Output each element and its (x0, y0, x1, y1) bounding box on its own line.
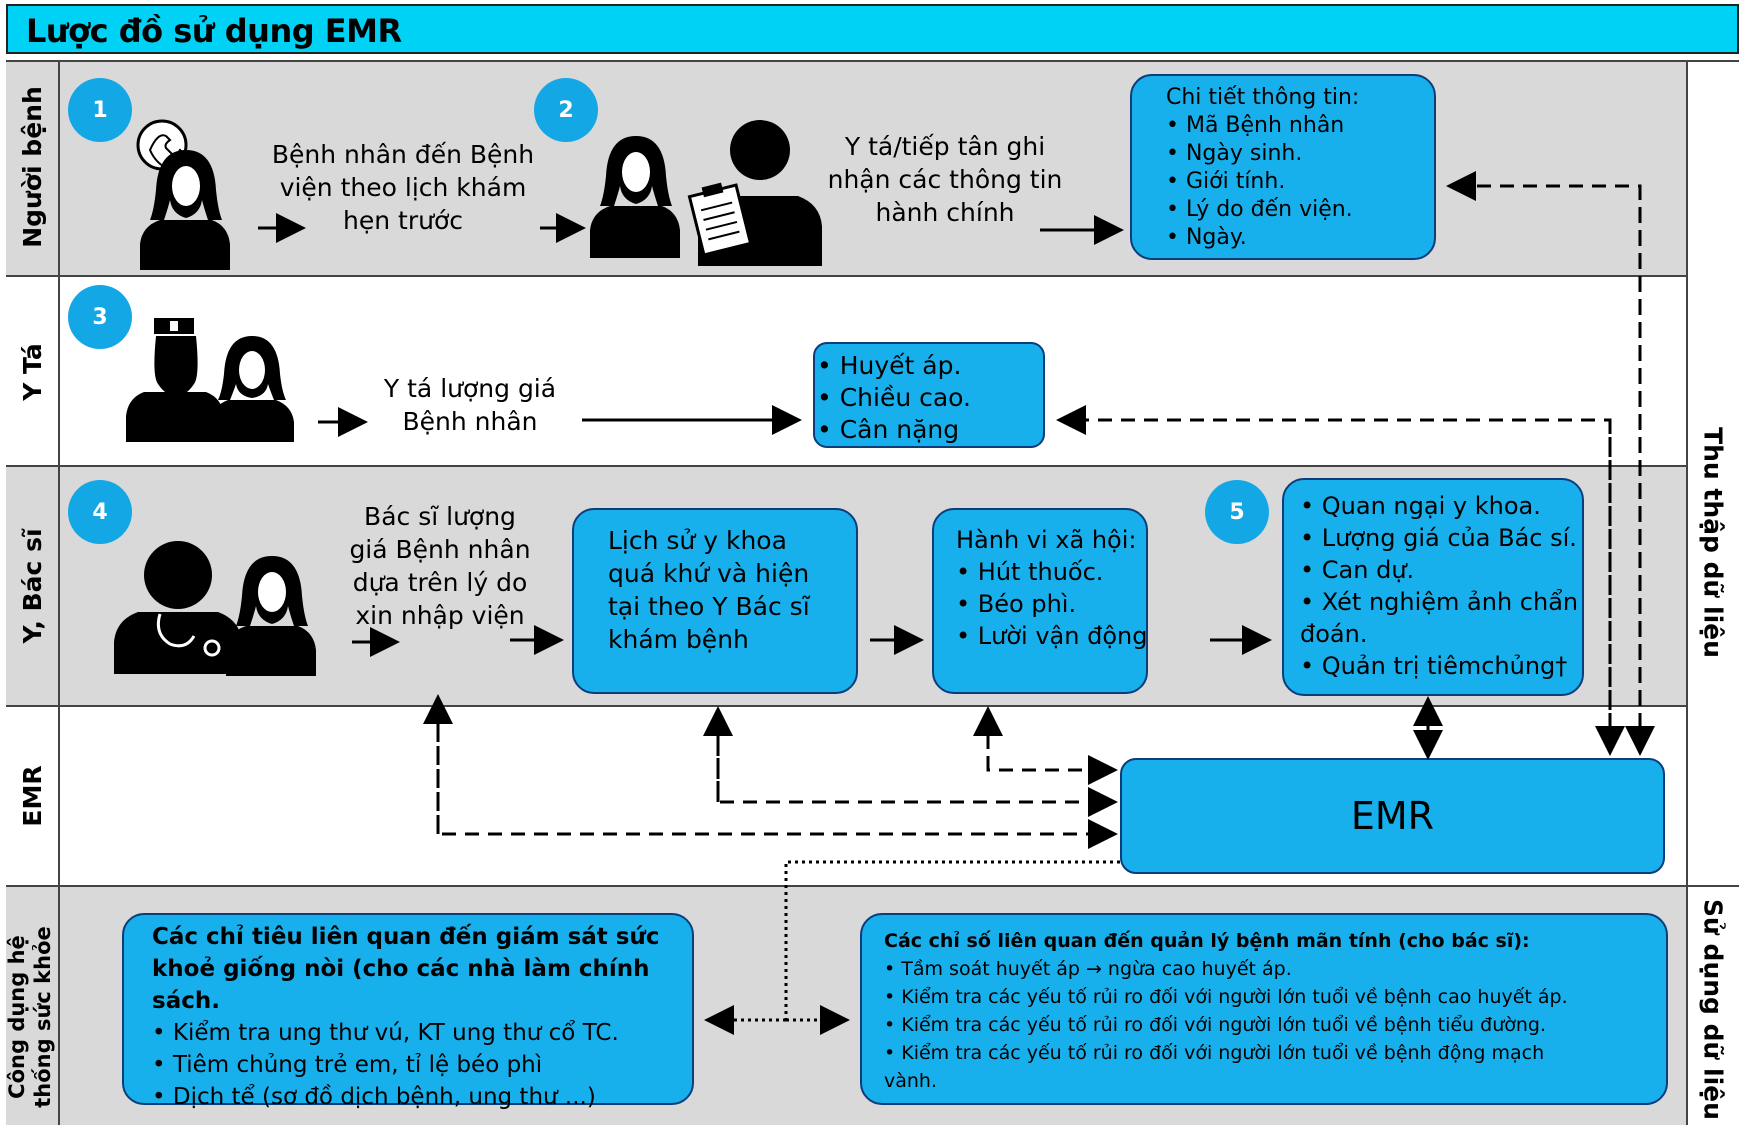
step-5-badge: 5 (1205, 480, 1269, 544)
box-chronic: Các chỉ số liên quan đến quản lý bệnh mã… (860, 913, 1668, 1105)
box-emr: EMR (1120, 758, 1665, 874)
connector (1446, 171, 1642, 750)
text-reception: Y tá/tiếp tân ghi nhận các thông tin hàn… (827, 132, 1063, 227)
step-1-badge: 1 (68, 78, 132, 142)
label-cell-patient: Người bệnh (6, 62, 60, 275)
person-icon (140, 150, 230, 270)
side-use-cell: Sử dụng dữ liệu (1686, 885, 1739, 1125)
box-history: Lịch sử y khoa quá khứ và hiện tại theo … (572, 508, 858, 694)
person-icon (590, 136, 680, 258)
box-policy: Các chỉ tiêu liên quan đến giám sát sức … (122, 913, 694, 1110)
label-cell-nurse: Y Tá (6, 277, 60, 465)
connector (986, 712, 1118, 785)
box-vitals: • Huyết áp. • Chiều cao. • Cân nặng (813, 342, 1045, 448)
page-title: Lược đồ sử dụng EMR (26, 12, 402, 50)
step-2-badge: 2 (534, 78, 598, 142)
box-concerns: • Quan ngại y khoa. • Lượng giá của Bác … (1282, 478, 1584, 696)
text-doctor-assess: Bác sĩ lượng giá Bệnh nhân dựa trên lý d… (349, 502, 531, 630)
connector (1056, 405, 1612, 750)
connector (436, 700, 1118, 849)
side-collect-cell: Thu thập dữ liệu (1686, 60, 1739, 885)
label-cell-doctor: Y, Bác sĩ (6, 467, 60, 705)
label-cell-public-health: Công dụng hệ thống sức khỏe (5, 887, 60, 1125)
connector (716, 712, 1118, 817)
nurse-icon (126, 318, 224, 442)
emr-label: EMR (1350, 794, 1435, 838)
step-4-badge: 4 (68, 480, 132, 544)
step-3-badge: 3 (68, 285, 132, 349)
person-icon (210, 336, 294, 442)
box-patient-info: Chi tiết thông tin: • Mã Bệnh nhân • Ngà… (1130, 74, 1436, 260)
text-arrive: Bệnh nhân đến Bệnh viện theo lịch khám h… (271, 140, 535, 235)
doctor-stethoscope-icon (114, 541, 242, 674)
label-cell-emr: EMR (6, 707, 60, 885)
clipboard-icon (687, 182, 753, 257)
box-social: Hành vi xã hội: • Hút thuốc. • Béo phì. … (932, 508, 1148, 694)
connector (784, 860, 1120, 1020)
diagram-header: Lược đồ sử dụng EMR (6, 4, 1739, 54)
text-nurse-assess: Y tá lượng giá Bệnh nhân (383, 374, 557, 436)
person-icon (226, 556, 316, 676)
